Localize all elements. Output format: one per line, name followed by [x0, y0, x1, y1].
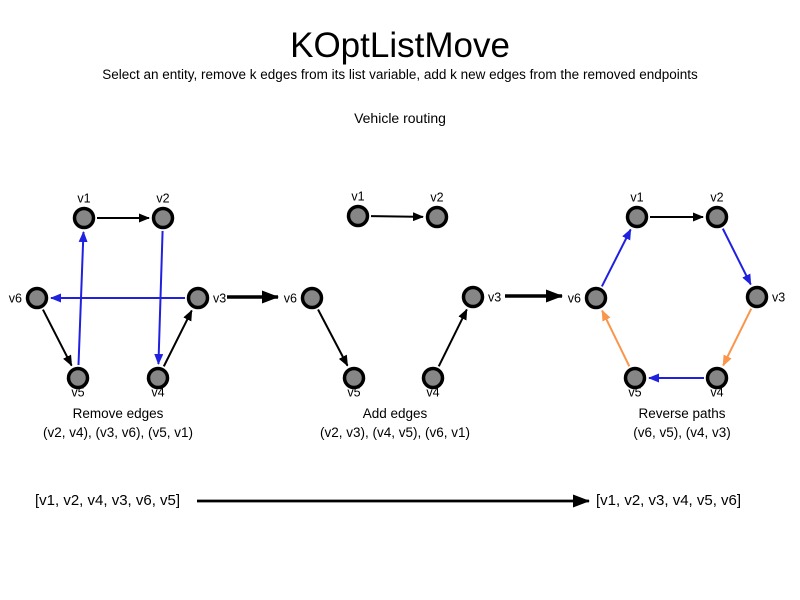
add-edges-graph-node-v5: [342, 366, 366, 390]
reverse-paths-graph-node-v3: [745, 285, 769, 309]
remove-edges-graph-node-label-v1: v1: [77, 192, 90, 206]
remove-edges-graph-node-v4: [146, 366, 170, 390]
reverse-paths-graph-node-label-v2: v2: [710, 191, 723, 205]
add-edges-graph-node-v2: [425, 205, 449, 229]
reverse-paths-graph-node-label-v1: v1: [630, 191, 643, 205]
add-edges-graph-node-label-v5: v5: [347, 386, 360, 400]
add-edges-graph-node-label-v1: v1: [351, 190, 364, 204]
remove-edges-graph-edge-v5-v1: [77, 230, 88, 366]
remove-edges-graph-edge-v6-v5: [42, 309, 73, 367]
add-edges-graph-edge-v4-v3: [437, 308, 468, 367]
add-edges-graph-node-v6: [300, 286, 324, 310]
add-edges-graph-node-label-v3: v3: [488, 291, 501, 305]
caption-remove-edges: Remove edges (v2, v4), (v3, v6), (v5, v1…: [43, 404, 193, 442]
reverse-paths-graph-edge-v2-v3: [721, 228, 752, 286]
reverse-paths-graph-node-label-v6: v6: [568, 292, 581, 306]
remove-edges-graph-node-v5: [66, 366, 90, 390]
caption-add-edges: Add edges (v2, v3), (v4, v5), (v6, v1): [320, 404, 470, 442]
reverse-paths-graph-node-v6: [584, 286, 608, 310]
remove-edges-graph-node-label-v5: v5: [71, 386, 84, 400]
list-before-move: [v1, v2, v4, v3, v6, v5]: [35, 492, 181, 509]
caption-reverse-paths-detail: (v6, v5), (v4, v3): [633, 425, 731, 440]
reverse-paths-graph-node-label-v3: v3: [772, 291, 785, 305]
add-edges-graph-node-v3: [461, 285, 485, 309]
subtitle: Select an entity, remove k edges from it…: [102, 67, 698, 82]
caption-reverse-paths-title: Reverse paths: [638, 406, 726, 421]
remove-edges-graph-node-v6: [25, 286, 49, 310]
reverse-paths-graph-node-label-v5: v5: [628, 386, 641, 400]
reverse-paths-graph-node-v4: [705, 366, 729, 390]
caption-add-edges-detail: (v2, v3), (v4, v5), (v6, v1): [319, 425, 471, 440]
remove-edges-graph-node-label-v6: v6: [9, 292, 22, 306]
remove-edges-graph-node-label-v4: v4: [151, 386, 164, 400]
page-title: KOptListMove: [290, 26, 510, 65]
add-edges-graph-node-label-v4: v4: [426, 386, 439, 400]
caption-remove-edges-detail: (v2, v4), (v3, v6), (v5, v1): [42, 425, 194, 440]
reverse-paths-graph-node-v2: [705, 205, 729, 229]
reverse-paths-graph-edge-v3-v4: [722, 308, 753, 367]
list-after-move: [v1, v2, v3, v4, v5, v6]: [596, 492, 742, 509]
remove-edges-graph-node-label-v2: v2: [156, 192, 169, 206]
remove-edges-graph-node-v2: [151, 206, 175, 230]
caption-remove-edges-title: Remove edges: [72, 406, 164, 421]
reverse-paths-graph-edge-v6-v1: [600, 228, 632, 287]
reverse-paths-graph-node-label-v4: v4: [710, 386, 723, 400]
reverse-paths-graph-edge-v5-v6: [601, 309, 631, 367]
add-edges-graph-node-v4: [421, 366, 445, 390]
caption-add-edges-title: Add edges: [362, 406, 428, 421]
add-edges-graph-edge-v6-v5: [317, 309, 349, 367]
reverse-paths-graph-node-v1: [625, 205, 649, 229]
remove-edges-graph-edge-v4-v3: [162, 309, 193, 367]
remove-edges-graph-node-v1: [72, 206, 96, 230]
add-edges-graph-node-label-v6: v6: [284, 292, 297, 306]
reverse-paths-graph-node-v5: [623, 366, 647, 390]
context-label: Vehicle routing: [354, 110, 446, 126]
add-edges-graph-node-v1: [346, 204, 370, 228]
add-edges-graph-node-label-v2: v2: [430, 191, 443, 205]
remove-edges-graph-node-v3: [186, 286, 210, 310]
remove-edges-graph-node-label-v3: v3: [213, 292, 226, 306]
add-edges-graph-edge-v1-v2: [370, 212, 425, 222]
caption-reverse-paths: Reverse paths (v6, v5), (v4, v3): [633, 404, 731, 442]
